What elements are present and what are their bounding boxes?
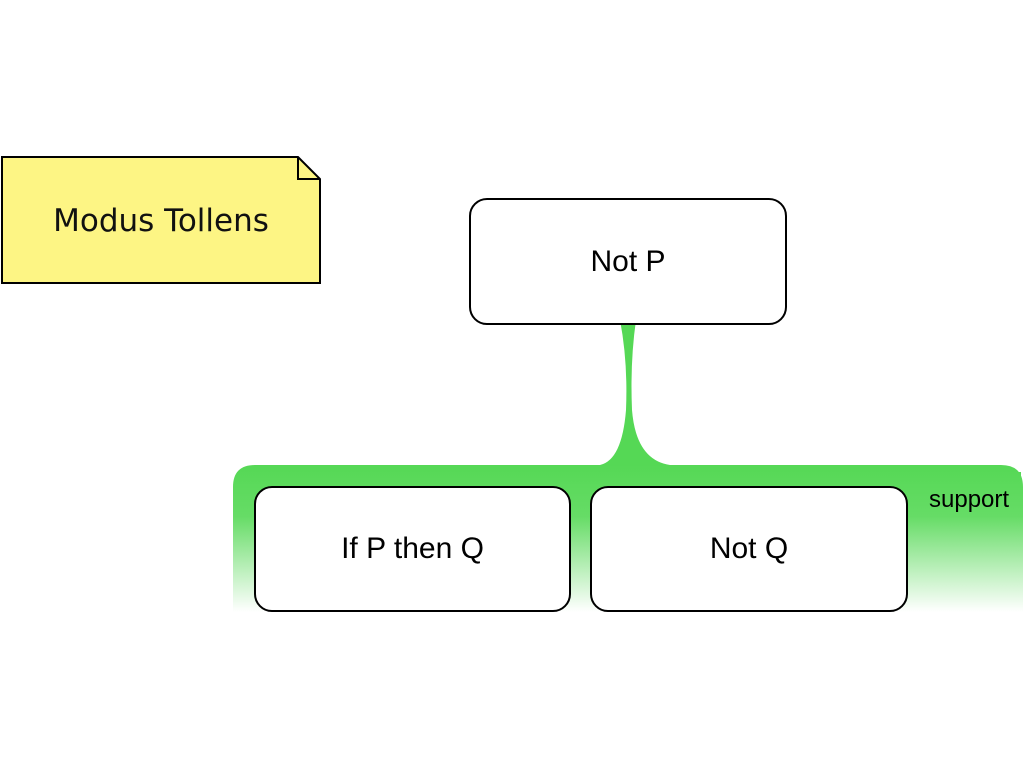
premise-label: Not Q	[709, 532, 789, 565]
title-note: Modus Tollens	[0, 155, 322, 287]
support-stem	[600, 320, 670, 465]
premise-label: If P then Q	[341, 532, 484, 565]
conclusion-label: Not P	[590, 244, 666, 278]
note-shape	[1, 156, 321, 284]
premise-box-not-q[interactable]: Not Q	[590, 486, 908, 612]
premise-box-if-p-then-q[interactable]: If P then Q	[254, 486, 571, 612]
conclusion-box[interactable]: Not P	[469, 198, 787, 325]
support-label: support	[929, 486, 1010, 513]
note-title: Modus Tollens	[53, 203, 269, 239]
